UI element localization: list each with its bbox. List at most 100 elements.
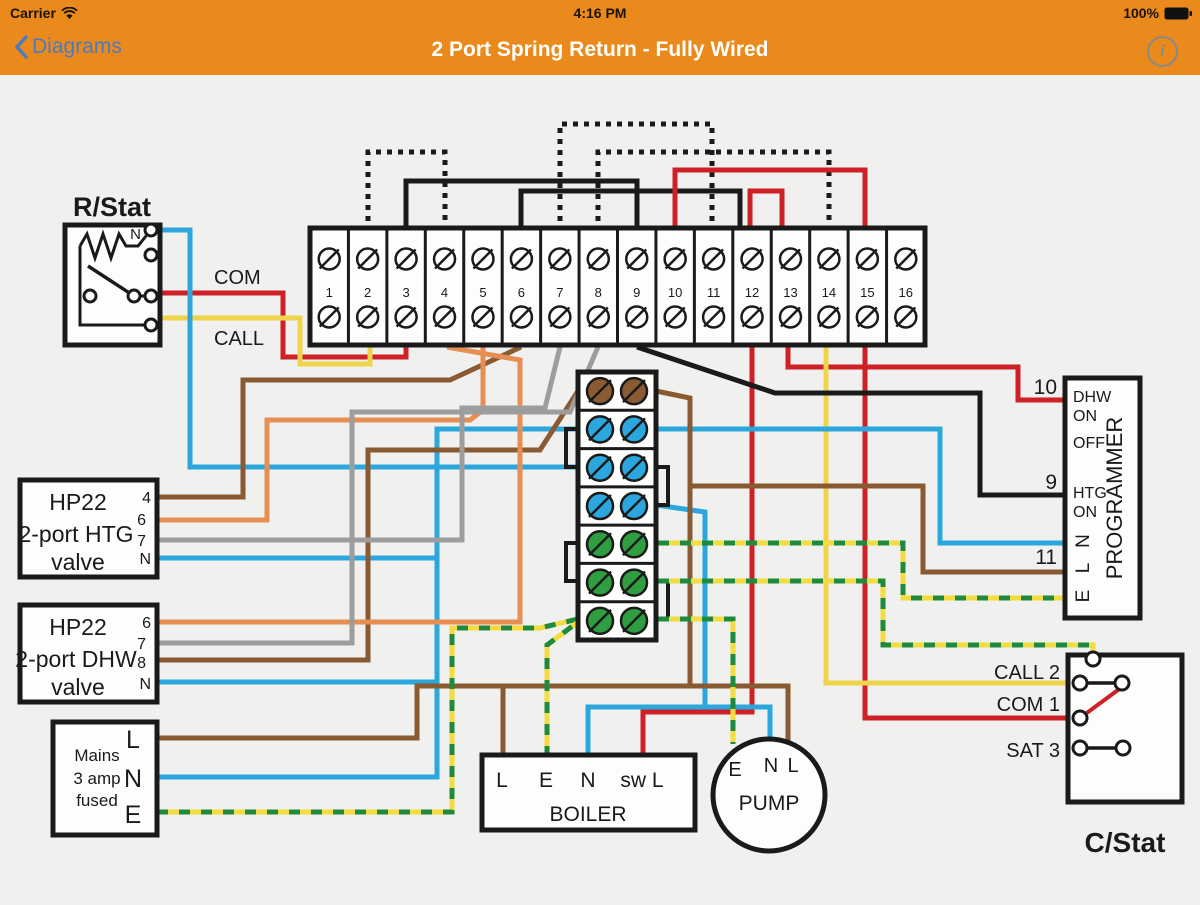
call-label: CALL <box>214 328 264 350</box>
screw-slash <box>622 455 646 480</box>
wire-brown <box>157 683 791 744</box>
screw-slash <box>703 306 724 328</box>
pump-title: PUMP <box>739 792 800 815</box>
boiler-terminal-e: E <box>539 769 553 792</box>
mains-terminal-e: E <box>125 801 142 829</box>
boiler-box: L E N sw L BOILER <box>479 752 698 833</box>
programmer-off: OFF <box>1073 435 1105 452</box>
mains-line3: fused <box>76 791 118 810</box>
wire-yellow <box>155 315 373 367</box>
htg-valve-line1: HP22 <box>49 489 107 515</box>
screw-slash <box>588 532 612 557</box>
screw-slash <box>588 494 612 518</box>
screw-slash <box>588 417 612 442</box>
programmer-on2: ON <box>1073 504 1097 521</box>
dhw-valve-box: HP22 2-port DHW valve 6 7 8 N <box>15 602 160 705</box>
htg-terminal-4: 4 <box>142 490 151 507</box>
wire-earth <box>658 616 736 744</box>
wire-black <box>403 178 640 232</box>
boiler-title: BOILER <box>549 803 626 826</box>
info-button[interactable]: i <box>1147 36 1178 67</box>
terminal-number: 9 <box>633 285 640 300</box>
screw-slash <box>472 306 494 328</box>
wire-blue <box>656 426 1063 546</box>
wire-blue <box>705 704 773 744</box>
terminal-number: 16 <box>899 285 913 300</box>
terminal-number: 5 <box>479 285 486 300</box>
htg-terminal-7: 7 <box>137 533 146 550</box>
back-button[interactable]: Diagrams <box>14 35 122 59</box>
dhw-valve-line2: 2-port DHW <box>15 646 137 672</box>
wire-earth-stripe <box>544 619 580 757</box>
terminal-number: 15 <box>860 285 874 300</box>
pump-terminal-e: E <box>728 759 741 781</box>
wire-earth-stripe <box>658 578 1096 658</box>
screw-slash <box>587 306 609 328</box>
wire-red <box>640 347 755 757</box>
dhw-terminal-7: 7 <box>137 636 146 653</box>
programmer-dhw: DHW <box>1073 389 1112 406</box>
screw-slash <box>472 248 494 270</box>
programmer-box: DHW ON OFF HTG ON N L E PROGRAMMER <box>1062 375 1143 621</box>
page-title: 2 Port Spring Return - Fully Wired <box>431 38 769 61</box>
screw-slash <box>549 306 571 328</box>
terminal-number: 1 <box>326 285 333 300</box>
mains-line1: Mains <box>74 746 119 765</box>
cstat-sat-label: SAT 3 <box>1006 740 1060 762</box>
mains-line2: 3 amp <box>73 769 120 788</box>
junction-block <box>575 369 659 643</box>
rstat-title: R/Stat <box>73 192 151 222</box>
screw-slash <box>703 248 724 270</box>
programmer-on1: ON <box>1073 408 1097 425</box>
screw-slash <box>664 306 686 328</box>
screw-slash <box>780 248 801 270</box>
terminal-number: 12 <box>745 285 759 300</box>
mains-terminal-l: L <box>126 726 140 754</box>
conn-9-label: 9 <box>1045 471 1057 494</box>
terminal-number: 10 <box>668 285 682 300</box>
screw-slash <box>357 248 379 270</box>
dhw-valve-line1: HP22 <box>49 614 107 640</box>
wire-brown <box>157 389 581 663</box>
clock: 4:16 PM <box>573 5 627 21</box>
mains-terminal-n: N <box>124 765 142 793</box>
terminal-number: 2 <box>364 285 371 300</box>
wire-brown <box>655 388 693 686</box>
screw-slash <box>511 248 532 270</box>
screw-slash <box>588 570 612 595</box>
cstat-com-label: COM 1 <box>997 694 1060 716</box>
chevron-left-icon <box>15 35 28 59</box>
htg-terminal-6: 6 <box>137 512 146 529</box>
screw-slash <box>622 494 646 518</box>
wire-earth-stripe <box>658 616 736 744</box>
screw-slash <box>741 248 763 270</box>
screw-slash <box>395 306 417 328</box>
rstat-box: R/Stat N <box>62 192 163 348</box>
boiler-terminal-swl: sw L <box>620 769 663 792</box>
screw-slash <box>622 570 646 595</box>
screw-slash <box>318 306 340 328</box>
terminal-number: 3 <box>402 285 409 300</box>
pump-terminal-n: N <box>764 755 778 777</box>
screw-slash <box>818 248 840 270</box>
terminal-number: 14 <box>822 285 836 300</box>
carrier-label: Carrier <box>10 5 56 21</box>
cstat-switch-arm <box>1078 685 1124 720</box>
screw-slash <box>818 306 840 328</box>
cstat-box: C/Stat <box>1065 650 1185 858</box>
wire-red <box>747 188 785 232</box>
wire-red <box>672 167 868 232</box>
screw-slash <box>622 417 646 442</box>
wire-brown <box>690 483 1063 575</box>
cstat-title: C/Stat <box>1085 827 1166 858</box>
screw-slash <box>395 248 417 270</box>
programmer-l: L <box>1073 563 1094 574</box>
pump-terminal-l: L <box>787 755 798 777</box>
screw-slash <box>587 248 609 270</box>
screw-slash <box>856 306 878 328</box>
rstat-n-label: N <box>130 226 141 243</box>
boiler-terminal-n: N <box>580 769 595 792</box>
wire-orange <box>157 344 523 625</box>
wire-black <box>636 344 1063 498</box>
